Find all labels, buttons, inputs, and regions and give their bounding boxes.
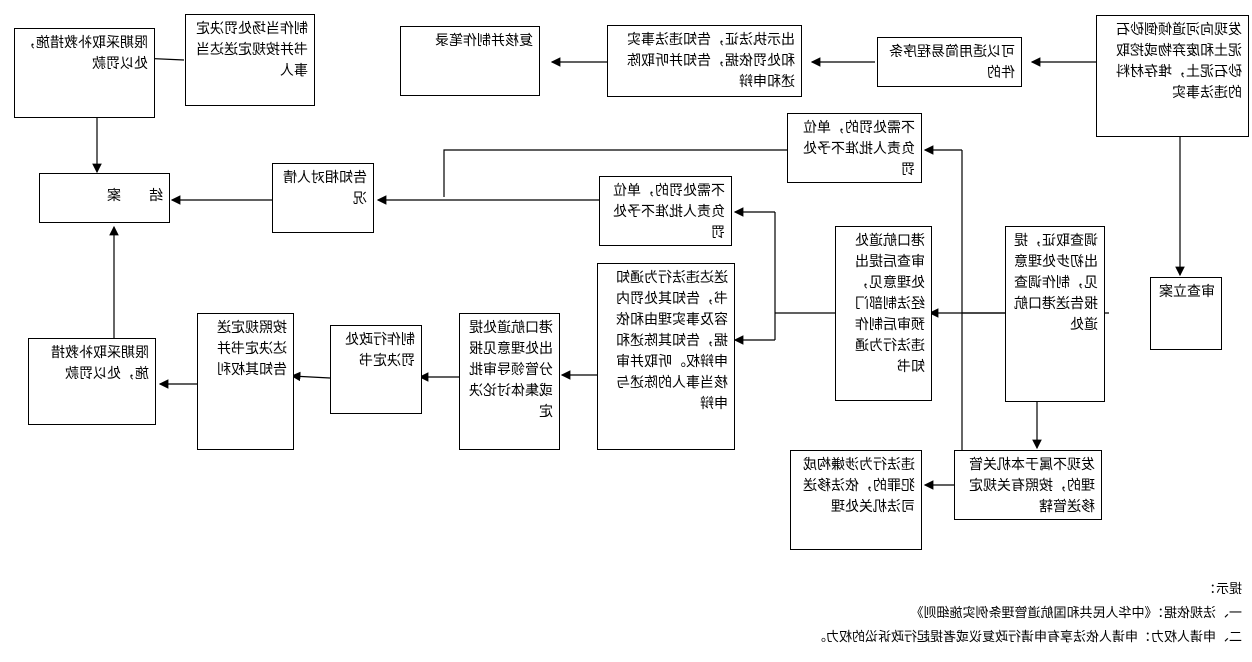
node-send-notice: 送达违法行为通知书，告知其处罚内容及事实理由和依据，告知其陈述和申辩权。听取并审… xyxy=(597,263,735,450)
node-port-review: 港口航道处审查后提出处理意见，经法制部门预审后制作违法行为通知书 xyxy=(835,226,932,401)
node-inform-party: 告知相对人情况 xyxy=(272,163,374,233)
node-issue-ticket: 出示执法证，告知违法事实和处罚依据，告知并听取陈述和申辩 xyxy=(607,25,802,97)
node-simple-procedure: 可以适用简易程序条件的 xyxy=(877,37,1022,87)
node-investigate: 调查取证，提出初步处理意见，制作调查报告送港口航道处 xyxy=(1005,226,1105,402)
node-close-case: 结 案 xyxy=(39,173,170,223)
note-line-1: 一、法规依据：《中华人民共和国航道管理条例实施细则》 xyxy=(910,606,1242,621)
node-no-penalty-top: 不需处罚的，单位负责人批准不予处罚 xyxy=(787,113,922,183)
note-line-2: 二、申请人权力：申请人依法享有申请行政复议或者提起行政诉讼的权力。 xyxy=(812,630,1242,645)
node-onsite-decision: 制作当场处罚决定书并按规定送达当事人 xyxy=(185,14,315,106)
node-collective: 港口航道处提出处理意见报分管领导审批或集体讨论决定 xyxy=(459,313,560,450)
node-deliver-decision: 按照规定送达决定书并告知其权利 xyxy=(197,313,294,450)
node-remedy-bottom: 限期采取补救措施，处以罚款 xyxy=(28,338,156,425)
node-make-decision: 制作行政处罚决定书 xyxy=(330,325,422,414)
arrow-decision-deliver xyxy=(290,371,331,382)
node-no-penalty-mid: 不需处罚的，单位负责人批准不予处罚 xyxy=(599,176,732,246)
line-nopenalty-top-inform xyxy=(443,149,790,197)
node-remedy-top: 限期采取补救措施，处以罚款 xyxy=(14,28,155,118)
node-criminal: 违法行为涉嫌构成犯罪的，依法移送司法机关处理 xyxy=(790,450,922,550)
node-discover: 发现向河道倾倒砂石泥土和废弃物或挖取砂石泥土，堆存材料的违法事实 xyxy=(1096,15,1249,137)
note-heading: 提示： xyxy=(1202,582,1242,597)
node-not-jurisdiction: 发现不属于本机关管理的，按照有关规定移送管辖 xyxy=(954,450,1102,520)
node-review-record-box: 复核并制作笔录 xyxy=(400,26,540,96)
node-register: 审查立案 xyxy=(1150,277,1222,350)
